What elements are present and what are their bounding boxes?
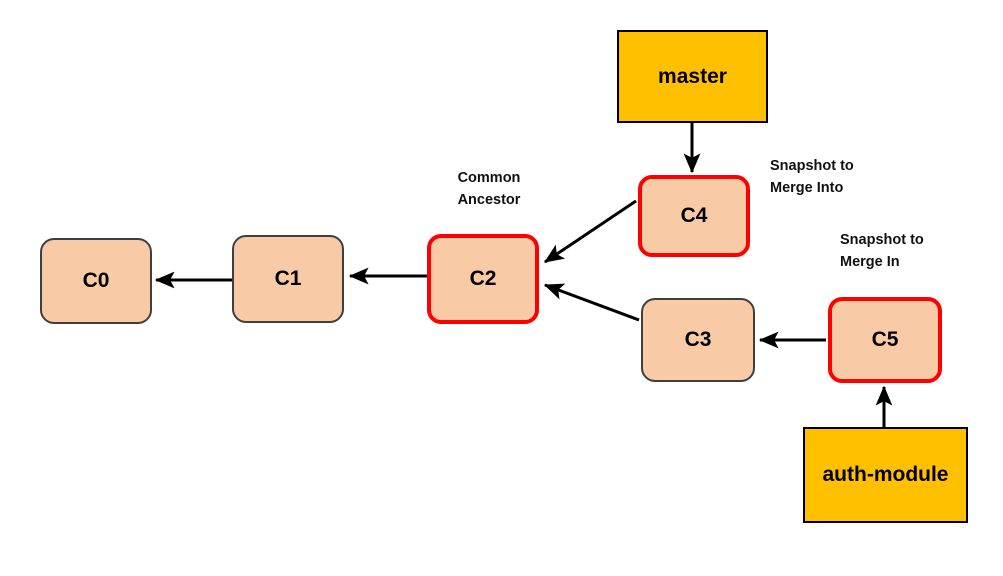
- annotation-common-ancestor: Common Ancestor: [457, 170, 521, 209]
- edge-arrow-c4-to-c2: [544, 199, 637, 264]
- branch-label-auth-module[interactable]: auth-module: [803, 427, 968, 523]
- commit-node-c5[interactable]: C5: [828, 297, 942, 383]
- commit-node-c3[interactable]: C3: [641, 298, 755, 382]
- commit-node-text: C0: [82, 269, 110, 292]
- edges-group: [154, 123, 893, 427]
- commit-node-c0[interactable]: C0: [40, 238, 152, 324]
- commit-node-text: C3: [684, 328, 712, 351]
- commit-node-text: C5: [871, 328, 899, 351]
- edge-arrow-c3-to-c2: [543, 283, 640, 322]
- annotation-snapshot-merge-into: Snapshot to Merge Into: [770, 158, 854, 197]
- commit-node-c2[interactable]: C2: [427, 234, 539, 324]
- branch-label-text: master: [658, 64, 727, 88]
- branch-label-master[interactable]: master: [617, 30, 768, 123]
- commit-node-text: C4: [680, 204, 708, 227]
- annotation-snapshot-merge-in: Snapshot to Merge In: [840, 232, 924, 271]
- branch-label-text: auth-module: [822, 463, 949, 486]
- commit-node-text: C1: [274, 267, 302, 290]
- commit-node-c4[interactable]: C4: [638, 175, 750, 257]
- commit-node-c1[interactable]: C1: [232, 235, 344, 323]
- commit-node-text: C2: [469, 267, 497, 290]
